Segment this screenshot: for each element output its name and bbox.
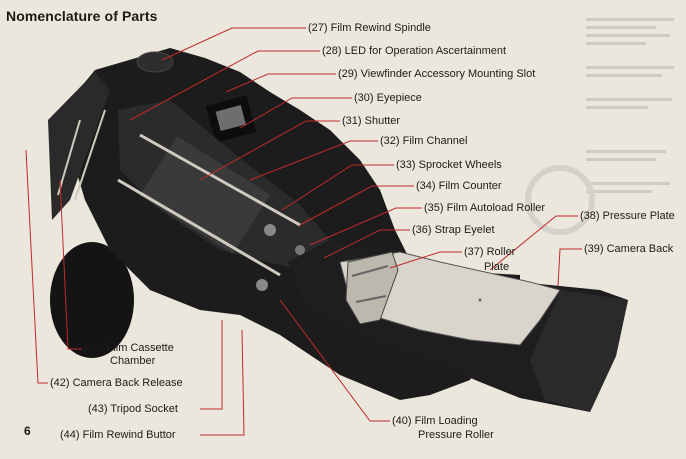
- bleed-through-text: [525, 18, 674, 235]
- leader-lines: [25, 27, 582, 436]
- label-camera-back-release: (42) Camera Back Release: [50, 377, 183, 389]
- label-film-loading-line1: (40) Film Loading: [392, 415, 478, 427]
- page-heading: Nomenclature of Parts: [6, 8, 158, 24]
- film-gate: [57, 100, 330, 291]
- label-tripod-socket: (43) Tripod Socket: [88, 403, 178, 415]
- label-roller-plate-line1: (37) Roller: [464, 246, 516, 258]
- label-eyepiece: (30) Eyepiece: [354, 92, 422, 104]
- camera-back: [288, 240, 628, 412]
- label-led-operation: (28) LED for Operation Ascertainment: [322, 45, 507, 57]
- label-film-rewind-button: (44) Film Rewind Buttor: [60, 429, 176, 441]
- page-number: 6: [24, 424, 31, 438]
- lens-mount: [50, 242, 134, 358]
- label-film-rewind-spindle: (27) Film Rewind Spindle: [308, 22, 431, 34]
- label-camera-back: (39) Camera Back: [584, 243, 674, 255]
- label-film-channel: (32) Film Channel: [380, 135, 468, 147]
- label-roller-plate-line2: Plate: [484, 261, 510, 273]
- label-film-cassette-line1: (41) Film Cassette: [84, 342, 174, 354]
- label-pressure-plate: (38) Pressure Plate: [580, 210, 675, 222]
- label-film-counter: (34) Film Counter: [416, 180, 502, 192]
- label-film-loading-line2: Pressure Roller: [418, 429, 494, 441]
- label-film-cassette-line2: Chamber: [110, 355, 156, 367]
- label-strap-eyelet: (36) Strap Eyelet: [412, 224, 495, 236]
- label-viewfinder-slot: (29) Viewfinder Accessory Mounting Slot: [338, 68, 536, 80]
- label-film-autoload-roller: (35) Film Autoload Roller: [424, 202, 546, 214]
- label-shutter: (31) Shutter: [342, 115, 401, 127]
- label-sprocket-wheels: (33) Sprocket Wheels: [396, 159, 502, 171]
